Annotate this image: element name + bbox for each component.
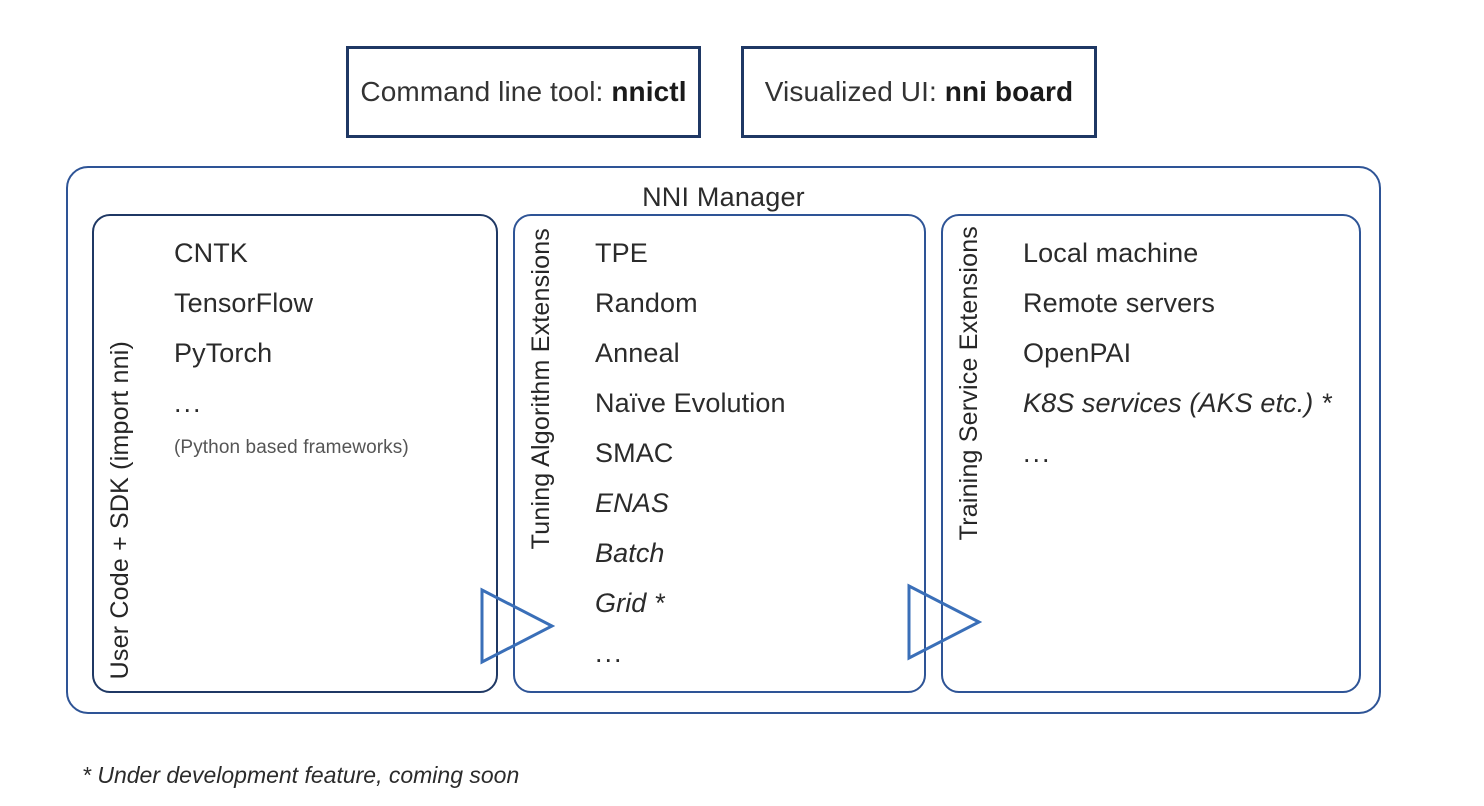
panel-training-service-extensions: Training Service Extensions Local machin… [941,214,1361,693]
panel-tuning-algorithm-extensions: Tuning Algorithm Extensions TPE Random A… [513,214,926,693]
list-item: PyTorch [174,338,273,368]
visualized-ui-box: Visualized UI: nni board [741,46,1097,138]
panel-tuning-vertical-label-text: Tuning Algorithm Extensions [526,228,555,550]
visualized-ui-label: Visualized UI: nni board [765,76,1073,108]
list-item: K8S services (AKS etc.) * [1023,388,1332,418]
panel-training-list: Local machine Remote servers OpenPAI K8S… [1023,228,1353,478]
list-item: TPE [595,238,648,268]
list-item: (Python based frameworks) [174,437,409,458]
visualized-ui-prefix: Visualized UI: [764,76,945,107]
list-item: Naïve Evolution [595,388,786,418]
panel-training-vertical-label: Training Service Extensions [943,216,995,691]
list-item: ... [174,388,203,418]
panel-tuning-vertical-label: Tuning Algorithm Extensions [515,216,567,691]
panel-user-code-vertical-label: User Code + SDK (import nni) [94,216,146,691]
panel-training-vertical-label-text: Training Service Extensions [954,226,983,541]
panel-tuning-list: TPE Random Anneal Naïve Evolution SMAC E… [595,228,918,678]
list-item: ENAS [595,488,669,518]
list-item: TensorFlow [174,288,314,318]
list-item: Local machine [1023,238,1199,268]
list-item: OpenPAI [1023,338,1132,368]
command-line-tool-label: Command line tool: nnictl [360,76,686,108]
panel-user-code-vertical-label-text: User Code + SDK (import nni) [105,340,134,679]
list-item: ... [595,638,624,668]
command-line-tool-prefix: Command line tool: [360,76,612,107]
list-item: CNTK [174,238,248,268]
visualized-ui-value: nni board [944,76,1074,107]
list-item: Grid * [595,588,665,618]
panel-user-code: User Code + SDK (import nni) CNTK Tensor… [92,214,498,693]
footnote-under-development: * Under development feature, coming soon [82,762,520,788]
command-line-tool-box: Command line tool: nnictl [346,46,701,138]
list-item: SMAC [595,438,674,468]
list-item: Remote servers [1023,288,1215,318]
command-line-tool-value: nnictl [611,76,687,107]
list-item: Anneal [595,338,680,368]
list-item: Batch [595,538,665,568]
panel-user-code-list: CNTK TensorFlow PyTorch ... (Python base… [174,228,490,468]
list-item: Random [595,288,698,318]
nni-manager-title: NNI Manager [642,182,805,212]
list-item: ... [1023,438,1052,468]
